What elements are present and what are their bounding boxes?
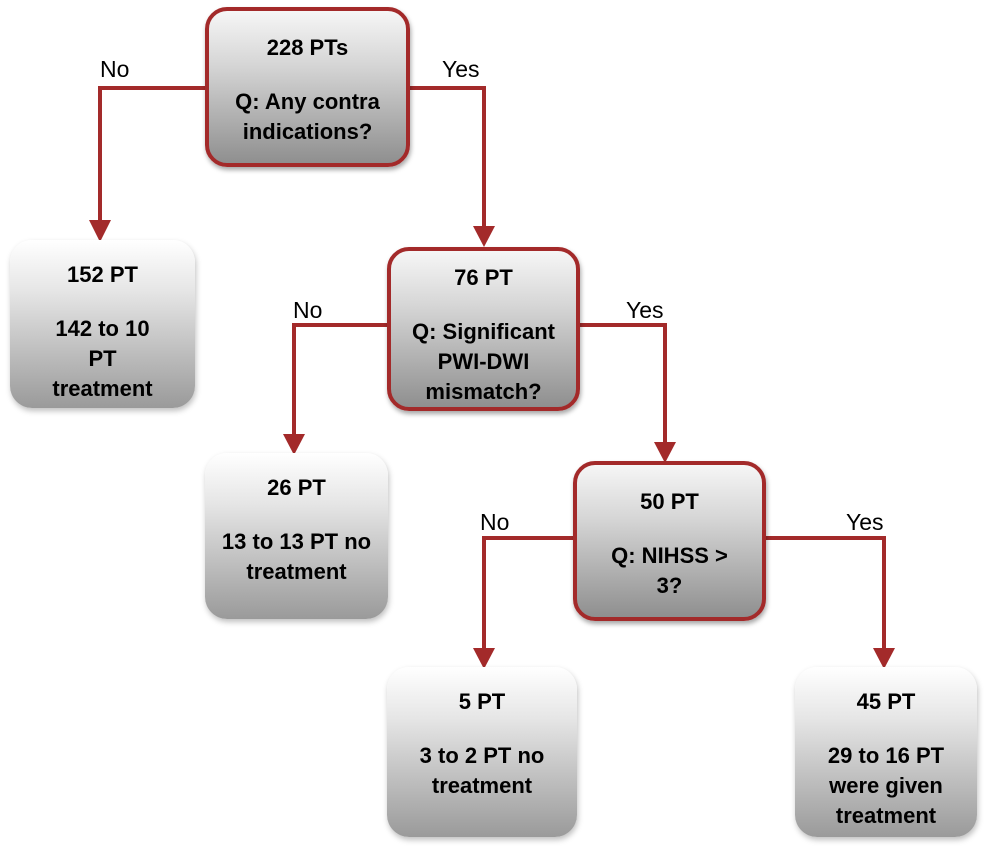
- root-no-connector: [98, 86, 207, 228]
- decision-mismatch-count: 76 PT: [454, 265, 513, 290]
- outcome-26-pt-detail: 13 to 13 PT no treatment: [221, 529, 372, 584]
- decision-mismatch-question: Q: Significant PWI-DWI mismatch?: [412, 319, 555, 404]
- decision-contraindications-count: 228 PTs: [266, 35, 349, 60]
- outcome-152-pt: 152 PT 142 to 10 PT treatment: [10, 240, 195, 408]
- outcome-45-pt-count: 45 PT: [856, 689, 916, 714]
- decision-contraindications: 228 PTs Q: Any contra indications?: [205, 7, 410, 167]
- outcome-5-pt: 5 PT 3 to 2 PT no treatment: [387, 667, 577, 837]
- outcome-5-pt-detail: 3 to 2 PT no treatment: [419, 743, 545, 798]
- mismatch-no-label: No: [293, 297, 323, 323]
- root-no-arrowhead: [89, 220, 111, 242]
- decision-contraindications-question: Q: Any contra indications?: [235, 89, 380, 144]
- nihss-no-connector: [482, 536, 575, 654]
- mismatch-no-connector: [292, 323, 389, 442]
- outcome-45-pt-detail: 29 to 16 PT were given treatment: [827, 743, 945, 828]
- outcome-152-pt-detail: 142 to 10 PT treatment: [52, 316, 153, 401]
- outcome-152-pt-count: 152 PT: [67, 262, 138, 287]
- nihss-no-label: No: [480, 509, 510, 535]
- mismatch-yes-arrowhead: [654, 442, 676, 463]
- root-yes-connector: [410, 86, 486, 232]
- root-no-label: No: [100, 56, 130, 82]
- decision-nihss-question: Q: NIHSS > 3?: [611, 543, 728, 598]
- mismatch-yes-connector: [578, 323, 667, 448]
- mismatch-no-arrowhead: [283, 434, 305, 455]
- outcome-26-pt-count: 26 PT: [267, 475, 326, 500]
- root-yes-arrowhead: [473, 226, 495, 247]
- nihss-yes-connector: [764, 536, 886, 654]
- decision-nihss: 50 PT Q: NIHSS > 3?: [573, 461, 766, 621]
- outcome-45-pt: 45 PT 29 to 16 PT were given treatment: [795, 667, 977, 837]
- outcome-26-pt: 26 PT 13 to 13 PT no treatment: [205, 453, 388, 619]
- decision-pwi-dwi-mismatch: 76 PT Q: Significant PWI-DWI mismatch?: [387, 247, 580, 411]
- nihss-no-arrowhead: [473, 648, 495, 669]
- decision-nihss-count: 50 PT: [640, 489, 699, 514]
- mismatch-yes-label: Yes: [626, 297, 664, 323]
- nihss-yes-arrowhead: [873, 648, 895, 669]
- root-yes-label: Yes: [442, 56, 480, 82]
- outcome-5-pt-count: 5 PT: [458, 689, 506, 714]
- nihss-yes-label: Yes: [846, 509, 884, 535]
